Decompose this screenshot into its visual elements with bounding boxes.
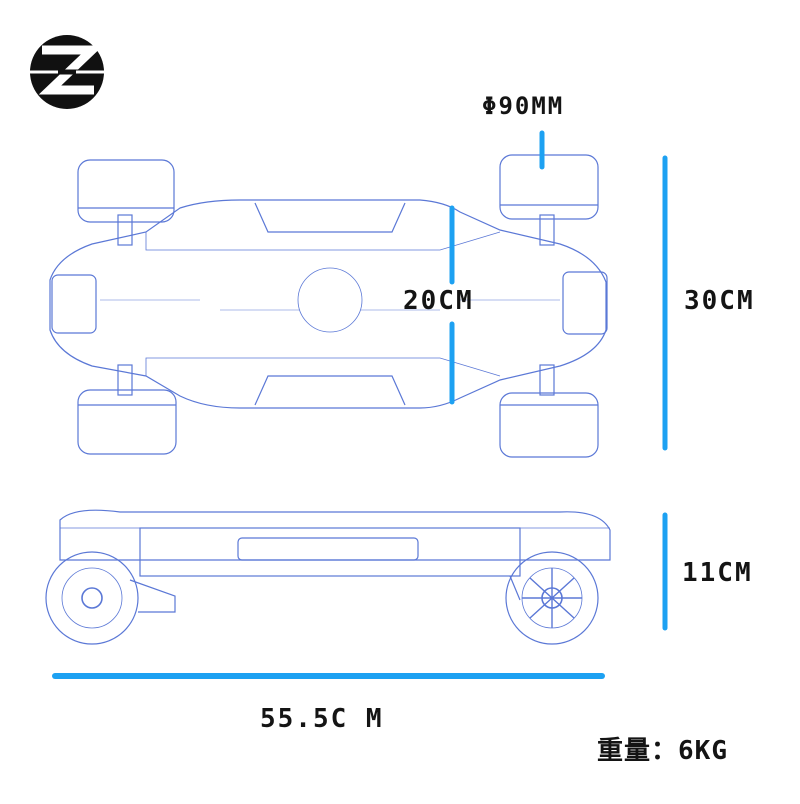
height-label: 11CM [682,558,753,588]
dimension-lines [52,130,668,679]
weight-label: 重量：6KG [597,730,728,767]
side-handle [237,537,419,561]
deck-logo-circle [297,267,363,333]
side-truck-front [129,579,176,613]
deck-cutout-top [254,202,406,233]
side-wheel-rear [505,551,599,645]
length-label: 55.5C M [260,704,384,734]
front-truck-bottom [117,364,133,396]
wheel-top-left [77,159,175,223]
deck-cutout-bottom [254,375,406,406]
side-wheel-front [45,551,139,645]
width-label: 20CM [403,286,474,316]
rear-truck-top [539,214,555,246]
wheel-top-right [499,154,599,220]
top-length-label: 30CM [684,286,755,316]
front-bumper [51,274,97,334]
weight-value: 6KG [678,736,728,766]
weight-separator: ： [651,736,679,766]
wheel-bottom-left [77,389,177,455]
rear-bumper [562,271,608,335]
deck-outline [49,199,607,409]
front-truck-top [117,214,133,246]
board-side-view [45,509,611,645]
side-deck [59,509,611,561]
z-logo-icon [30,35,104,109]
wheel-bottom-right [499,392,599,458]
rear-truck-bottom [539,364,555,396]
side-battery-box [139,527,521,577]
weight-name: 重量 [597,736,652,766]
board-top-view [49,154,608,458]
wheel-diameter-label: Φ90MM [482,92,565,120]
